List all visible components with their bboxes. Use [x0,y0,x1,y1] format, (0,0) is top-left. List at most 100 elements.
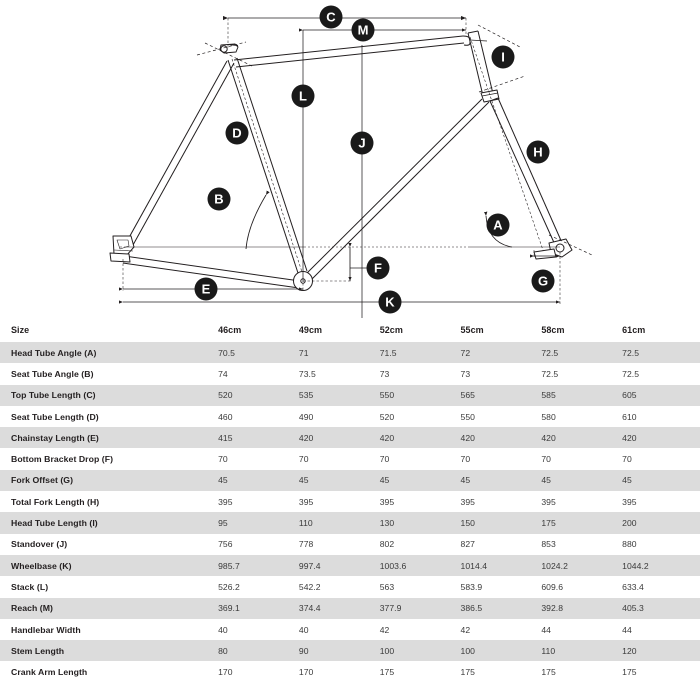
row-value: 42 [379,624,390,635]
row-value: 395 [298,496,314,507]
row-value: 490 [298,411,314,422]
row-label: Head Tube Length (I) [11,518,98,529]
row-value: 45 [622,475,632,486]
row-value: 72.5 [622,347,640,358]
row-value: 70.5 [218,347,235,358]
row-value: 72.5 [541,347,559,358]
row-value: 45 [218,475,228,486]
row-value: 130 [379,518,395,529]
row-label: Seat Tube Length (D) [11,411,99,422]
row-value: 71.5 [379,347,397,358]
table-header-row: Size 46cm 49cm 52cm 55cm 58cm 61cm [0,318,700,342]
row-value: 460 [218,411,233,422]
row-value: 45 [460,475,471,486]
marker-F: F [366,256,390,280]
row-value: 880 [622,539,637,550]
row-value: 1003.6 [379,560,407,571]
marker-I: I [491,45,515,69]
row-label: Total Fork Length (H) [11,496,100,507]
frame-geometry-diagram: A B C D E F G H I J K L M [0,0,700,318]
row-value: 609.6 [541,581,564,592]
row-value: 997.4 [298,560,321,571]
svg-text:A: A [493,218,503,233]
row-value: 44 [541,624,551,635]
row-label: Bottom Bracket Drop (F) [11,454,114,465]
svg-text:H: H [533,145,542,160]
svg-text:B: B [214,192,223,207]
header-col-52cm: 52cm [376,318,458,342]
row-value: 71 [298,347,309,358]
svg-text:E: E [202,282,211,297]
marker-M: M [351,18,375,42]
marker-G: G [531,269,555,293]
row-value: 120 [622,645,637,656]
row-value: 520 [218,390,233,401]
row-value: 90 [298,645,309,656]
row-value: 395 [541,496,556,507]
svg-text:M: M [358,23,369,38]
row-value: 70 [298,454,309,465]
row-label: Stack (L) [11,581,49,592]
row-value: 45 [298,475,309,486]
row-value: 1024.2 [541,560,568,571]
row-value: 377.9 [379,603,402,614]
row-value: 395 [218,496,233,507]
row-value: 580 [541,411,556,422]
svg-text:D: D [232,126,241,141]
row-label: Head Tube Angle (A) [11,347,97,358]
row-value: 605 [622,390,637,401]
row-value: 420 [622,432,637,443]
marker-L: L [291,84,315,108]
frame-tubes [109,24,593,291]
row-value: 175 [379,667,395,678]
row-value: 610 [622,411,637,422]
row-value: 420 [298,432,314,443]
row-label: Crank Arm Length [11,667,88,678]
row-value: 200 [622,518,637,529]
row-value: 72 [460,347,471,358]
svg-text:J: J [358,136,365,151]
row-value: 45 [541,475,551,486]
row-value: 80 [218,645,228,656]
row-value: 44 [622,624,632,635]
row-value: 395 [460,496,475,507]
row-value: 802 [379,539,395,550]
row-value: 778 [298,539,314,550]
row-label: Seat Tube Angle (B) [11,368,94,379]
row-value: 73 [379,368,390,379]
row-label: Chainstay Length (E) [11,432,99,443]
row-value: 170 [218,667,233,678]
marker-D: D [225,121,249,145]
row-value: 72.5 [622,368,640,379]
row-value: 550 [460,411,475,422]
row-value: 70 [379,454,390,465]
seat-clamp-icon [219,43,239,54]
row-label: Reach (M) [11,603,53,614]
row-value: 100 [460,645,475,656]
row-value: 42 [460,624,471,635]
svg-text:C: C [326,10,336,25]
marker-H: H [526,140,550,164]
row-value: 74 [218,368,228,379]
dimension-lines [118,15,561,318]
svg-text:K: K [385,295,395,310]
header-size: Size [0,318,216,342]
row-label: Handlebar Width [11,624,81,635]
row-value: 150 [460,518,475,529]
row-value: 550 [379,390,395,401]
row-value: 110 [298,518,313,529]
row-value: 70 [460,454,471,465]
row-value: 405.3 [622,603,644,614]
row-value: 100 [379,645,395,656]
geometry-table: Size 46cm 49cm 52cm 55cm 58cm 61cm Head … [0,318,700,683]
row-value: 40 [298,624,309,635]
row-value: 170 [298,667,314,678]
